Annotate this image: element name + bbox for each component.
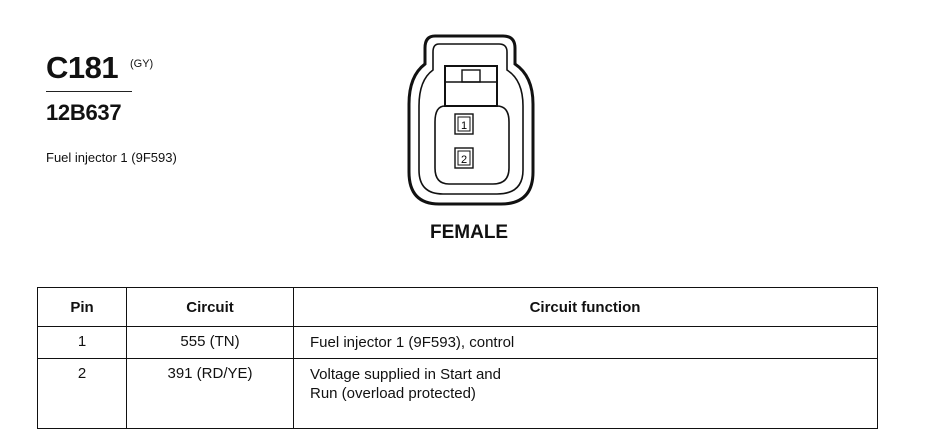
- locking-tab: [444, 65, 498, 107]
- table-header-row: Pin Circuit Circuit function: [37, 287, 878, 327]
- pin-2-cavity: 2: [454, 147, 474, 169]
- connector-description: Fuel injector 1 (9F593): [46, 150, 177, 165]
- pin-1-cavity: 1: [454, 113, 474, 135]
- pinout-table: Pin Circuit Circuit function 1 555 (TN) …: [37, 287, 878, 429]
- connector-id: C181: [46, 50, 119, 85]
- cell-pin: 2: [37, 358, 127, 429]
- pin-2-label: 2: [461, 154, 467, 166]
- function-line: Voltage supplied in Start and: [310, 366, 501, 383]
- cell-circuit: 391 (RD/YE): [126, 358, 294, 429]
- cell-pin: 1: [37, 326, 127, 359]
- table-row: 2 391 (RD/YE) Voltage supplied in Start …: [37, 358, 878, 429]
- title-rule: [46, 91, 132, 92]
- pin-1-label: 1: [461, 120, 467, 132]
- connector-gender: FEMALE: [430, 222, 509, 243]
- connector-face-diagram: 1 2: [407, 34, 535, 206]
- connector-outer-housing: [407, 34, 535, 206]
- pin-cavity-area: [434, 105, 510, 185]
- header-circuit: Circuit: [126, 287, 294, 327]
- cell-circuit-function: Fuel injector 1 (9F593), control: [293, 326, 878, 359]
- part-number: 12B637: [46, 100, 122, 125]
- function-line: Run (overload protected): [310, 385, 476, 402]
- cell-circuit-function: Voltage supplied in Start and Run (overl…: [293, 358, 878, 429]
- header-circuit-function: Circuit function: [293, 287, 878, 327]
- header-pin: Pin: [37, 287, 127, 327]
- table-row: 1 555 (TN) Fuel injector 1 (9F593), cont…: [37, 326, 878, 359]
- function-line: Fuel injector 1 (9F593), control: [310, 334, 515, 351]
- cell-circuit: 555 (TN): [126, 326, 294, 359]
- color-code: (GY): [130, 58, 154, 70]
- connector-inner-housing: [418, 43, 524, 195]
